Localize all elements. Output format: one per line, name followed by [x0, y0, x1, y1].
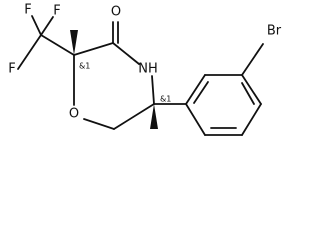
c5-methyl-wedge: [150, 104, 158, 129]
carbonyl-oxygen-label: O: [111, 5, 121, 20]
bond-ar6-ar1: [185, 103, 206, 136]
stereo-label-c5: &1: [160, 95, 171, 104]
stereo-wedges: [70, 30, 158, 129]
bond-aryl-br: [241, 43, 264, 76]
c2-methyl-wedge: [70, 30, 78, 55]
fluorine-label-left: F: [8, 62, 15, 77]
bond-c5-c6: [113, 103, 155, 130]
bond-c6-o1: [83, 118, 115, 130]
nitrogen-label: NH: [138, 62, 158, 77]
bond-n4-c5: [151, 75, 155, 105]
fluorine-label-top-right: F: [53, 4, 60, 19]
stereo-annotations: &1 &1: [79, 62, 171, 104]
bond-ar4-ar5: [241, 103, 262, 136]
atom-labels: F F F O NH O Br: [8, 3, 282, 122]
chemical-structure: F F F O NH O Br &1 &1: [8, 3, 282, 136]
bond-ar1-ar2: [185, 74, 206, 105]
bond-cf3-c2: [40, 34, 75, 56]
bond-ar-inner-3: [241, 82, 255, 105]
bond-c2-c3: [73, 42, 114, 56]
bond-ar-inner-1: [193, 81, 209, 104]
bond-ar3-ar4: [241, 74, 262, 105]
bond-cf3-f3: [17, 34, 42, 70]
bond-cf3-f1: [31, 15, 42, 36]
fluorine-label-top-left: F: [24, 3, 31, 18]
bromine-label: Br: [267, 24, 282, 39]
bond-lines: [17, 15, 264, 136]
ring-oxygen-label: O: [69, 107, 79, 122]
bond-c3-n4: [112, 42, 140, 65]
stereo-label-c2: &1: [79, 62, 90, 71]
bond-cf3-f2: [40, 16, 54, 36]
